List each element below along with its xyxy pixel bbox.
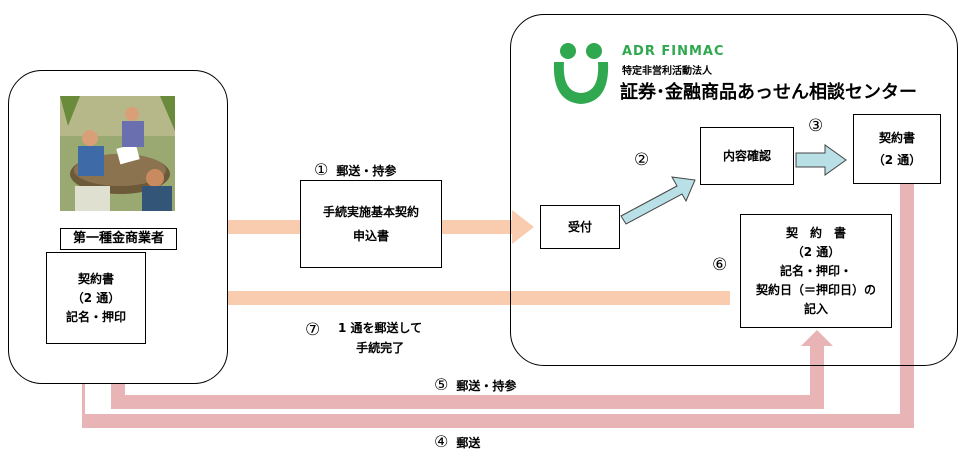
org-name: 証券･金融商品あっせん相談センター [620,82,917,103]
arrow-step7 [148,281,730,315]
step7-line1: 1 通を郵送して [338,321,423,335]
signed-contract-fill: 記入 [803,301,828,316]
org-logo [548,42,613,106]
arrow-step5 [111,330,833,409]
center-contract-count: （2 通） [872,153,922,167]
reception-box: 受付 [540,205,620,249]
center-contract-title: 契約書 [878,131,915,145]
step3-number: ③ [808,116,824,136]
step1-text: 郵送・持参 [336,164,397,178]
dealer-contract-count: （2 通） [71,290,121,305]
dealer-contract-box: 契約書 （2 通） 記名・押印 [46,252,146,344]
step1-label: ① 郵送・持参 [314,160,396,179]
business-meeting-illustration [60,96,175,211]
arrow-step1-left [210,220,300,234]
step6-number: ⑥ [712,255,728,275]
meeting-illustration-svg [60,96,175,211]
application-box: 手続実施基本契約 申込書 [300,180,442,268]
dealer-label: 第一種金商業者 [60,228,177,250]
signed-contract-box: 契 約 書 （2 通） 記名・押印・ 契約日（＝押印日）の 記入 [740,214,892,328]
center-contract-box: 契約書 （2 通） [853,114,941,184]
org-brand: ADR FINMAC [622,44,725,59]
arrow-step1-right [440,210,534,244]
step4-text: 郵送 [456,436,481,450]
step7-text: 1 通を郵送して 手続完了 [338,318,422,358]
step7-number: ⑦ [305,320,321,340]
step5-number: ⑤ [434,375,449,394]
signed-contract-sign: 記名・押印・ [779,263,852,278]
arrow-step3 [795,144,847,176]
center-panel [510,14,958,366]
signed-contract-count: （2 通） [791,244,841,259]
content-check-box: 内容確認 [700,127,794,185]
step2-number: ② [634,150,650,170]
step1-number: ① [314,160,329,179]
arrow-step2 [620,176,696,225]
org-subtitle: 特定非営利活動法人 [622,66,712,77]
dealer-contract-title: 契約書 [77,271,114,286]
step4-number: ④ [434,432,449,451]
application-title: 手続実施基本契約 [322,205,419,219]
logo-mark-icon [553,43,609,104]
step5-text: 郵送・持参 [456,379,517,393]
signed-contract-title: 契 約 書 [785,225,846,240]
signed-contract-date: 契約日（＝押印日）の [755,282,876,297]
dealer-contract-sign: 記名・押印 [65,309,126,324]
application-form: 申込書 [352,229,389,243]
step4-label: ④ 郵送 [434,432,480,451]
step7-line2: 手続完了 [356,341,405,355]
step5-label: ⑤ 郵送・持参 [434,375,516,394]
